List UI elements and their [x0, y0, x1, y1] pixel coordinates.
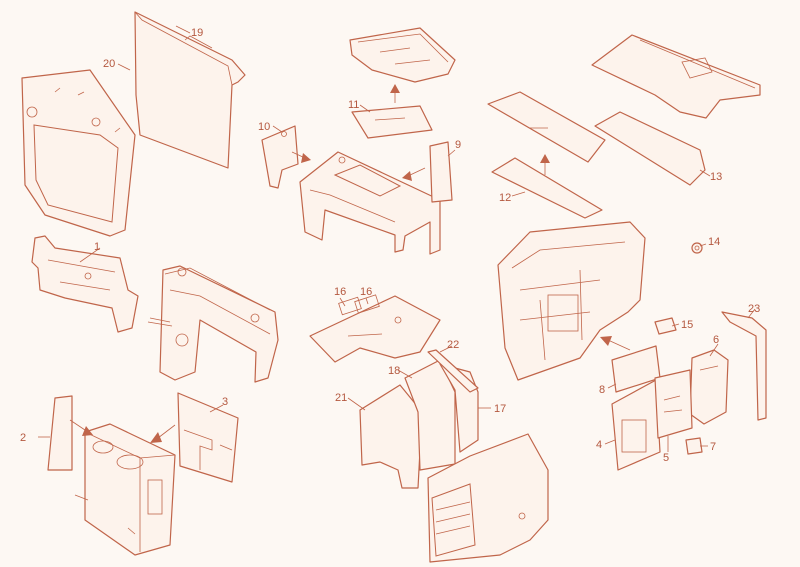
part-10-bracket	[261, 125, 299, 189]
callout-22: 22	[447, 339, 459, 351]
part-13-base-plate	[591, 34, 761, 186]
part-2-panel	[47, 395, 73, 471]
part-1-bracket	[31, 235, 139, 333]
callout-4: 4	[596, 439, 602, 451]
part-center-frame	[299, 151, 441, 255]
part-23-rail	[721, 311, 767, 421]
part-4-panel	[611, 379, 661, 471]
callout-5: 5	[663, 452, 669, 464]
part-9-sheet	[429, 141, 453, 203]
part-21-cover	[359, 384, 423, 489]
part-20-front-cover	[21, 69, 136, 237]
callout-3: 3	[222, 396, 228, 408]
callout-17: 17	[494, 403, 506, 415]
callout-6: 6	[713, 334, 719, 346]
part-11-plate	[351, 105, 433, 139]
callout-16a: 16	[334, 286, 346, 298]
callout-9: 9	[455, 139, 461, 151]
callout-16b: 16	[360, 286, 372, 298]
assembly-arrows	[69, 84, 631, 443]
part-3-insulation	[177, 392, 239, 483]
part-front-housing	[427, 433, 549, 563]
part-16-plate	[309, 294, 441, 363]
callout-23: 23	[748, 303, 760, 315]
part-housing-box	[74, 423, 176, 556]
callout-12: 12	[499, 192, 511, 204]
callout-15: 15	[681, 319, 693, 331]
callout-1: 1	[94, 241, 100, 253]
callout-2: 2	[20, 432, 26, 444]
part-7-block	[685, 437, 703, 455]
part-22-strap	[427, 349, 479, 393]
callout-labels: 1 2 3 4 5 6 7 8 9 10 11 12 13 14 15 16 1…	[20, 27, 760, 464]
callout-11: 11	[348, 99, 359, 111]
part-6-side-piece	[689, 349, 729, 425]
callout-21: 21	[335, 392, 347, 404]
callout-14: 14	[708, 236, 720, 248]
part-rear-frame	[497, 221, 646, 381]
part-frame-left	[147, 265, 279, 383]
callout-13: 13	[710, 171, 722, 183]
part-12-plate	[487, 91, 606, 219]
callout-18: 18	[388, 365, 400, 377]
part-19-rear-panel	[134, 11, 246, 169]
callout-7: 7	[710, 441, 716, 453]
callout-20: 20	[103, 58, 115, 70]
part-14-washer	[691, 242, 703, 254]
leader-lines	[38, 25, 756, 452]
part-top-tray	[349, 27, 456, 83]
callout-10: 10	[258, 121, 270, 133]
part-5-mechanism	[654, 369, 693, 439]
callout-8: 8	[599, 384, 605, 396]
part-15-clip	[654, 317, 677, 335]
callout-19: 19	[191, 27, 203, 39]
